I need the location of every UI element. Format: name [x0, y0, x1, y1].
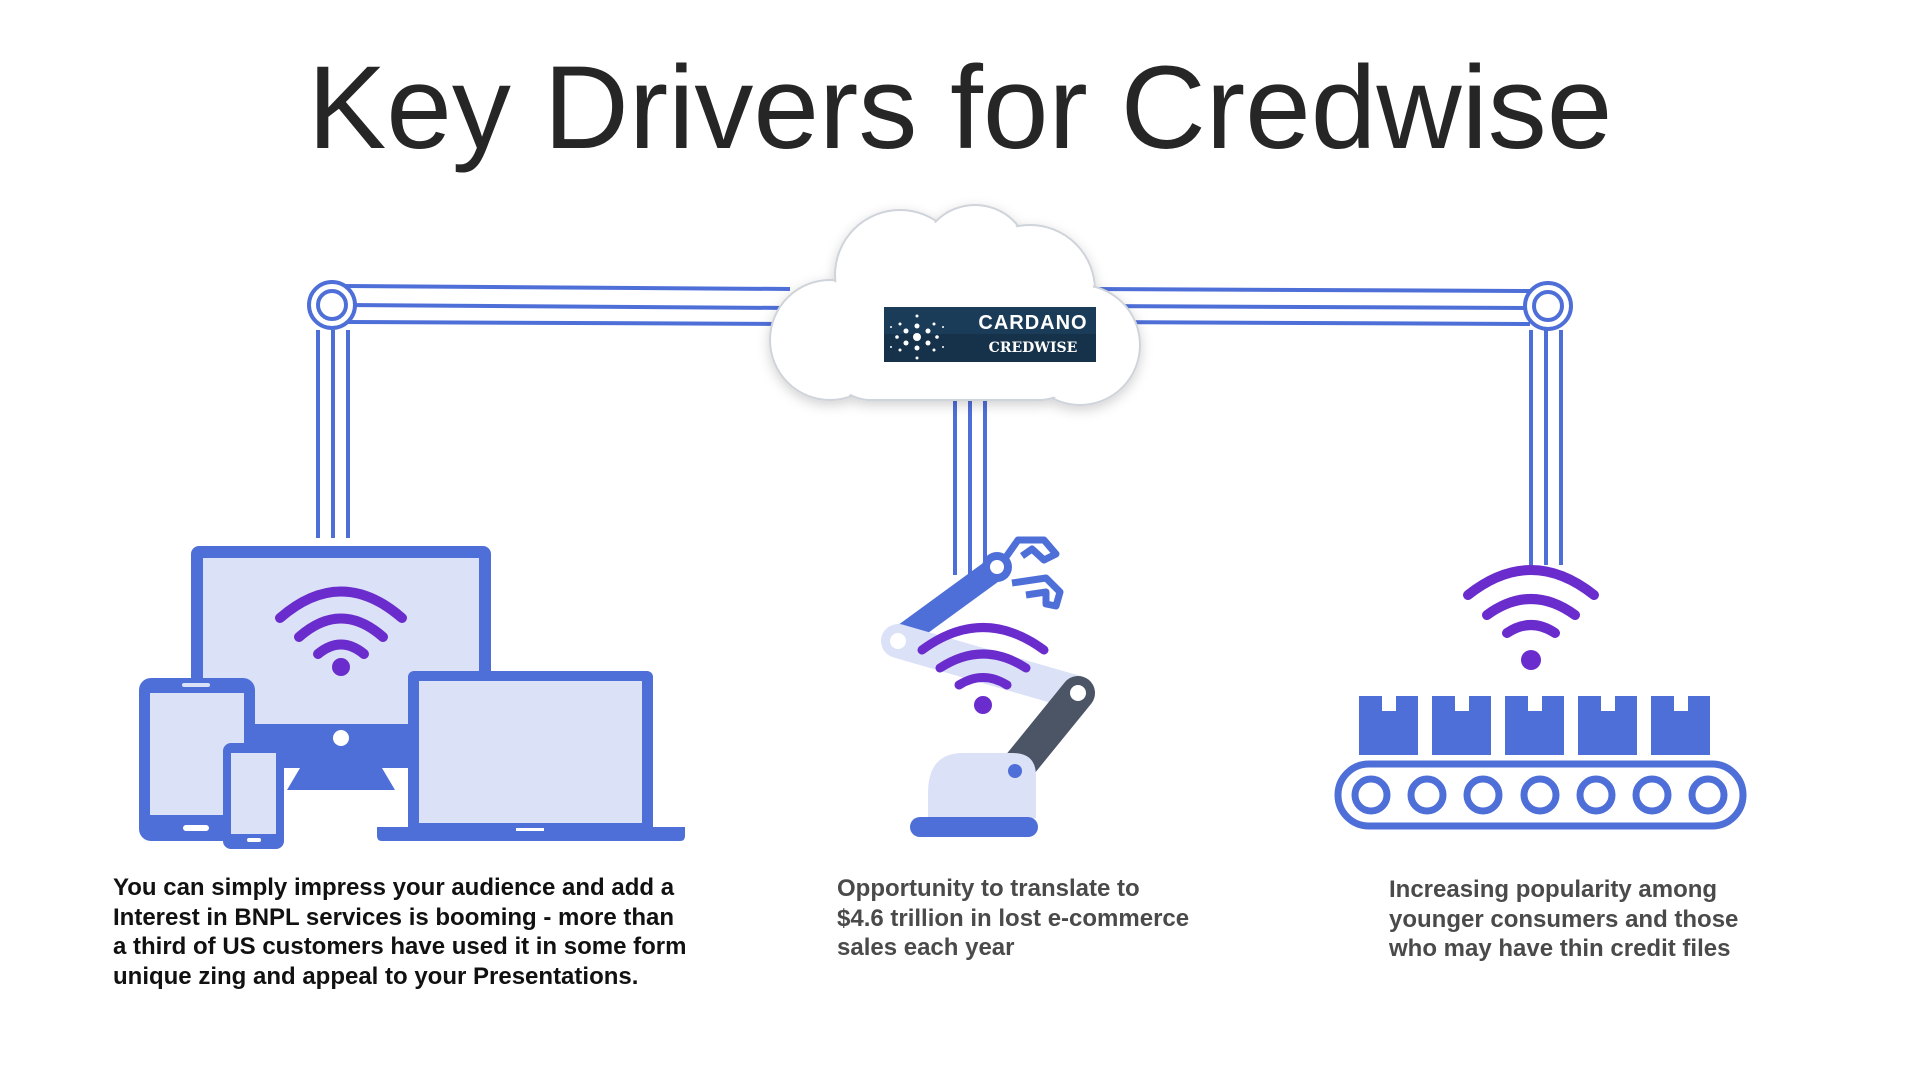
- cardano-icon: [890, 314, 944, 360]
- caption-right-line: who may have thin credit files: [1389, 935, 1731, 962]
- conveyor-belt-icon: [1334, 565, 1747, 830]
- phone-icon: [223, 743, 284, 849]
- caption-right-line: Increasing popularity among: [1389, 876, 1718, 903]
- caption-right: Increasing popularity among younger cons…: [1389, 875, 1809, 964]
- caption-right-line: younger consumers and those: [1389, 905, 1739, 933]
- box-icon: [1359, 696, 1418, 755]
- logo-line2: CREDWISE: [989, 340, 1078, 356]
- robot-arm-icon: [881, 536, 1095, 837]
- caption-middle-line: Opportunity to translate to: [837, 875, 1140, 902]
- devices-icon: [139, 546, 685, 849]
- box-icon: [1505, 696, 1564, 755]
- laptop-icon: [377, 671, 685, 841]
- caption-left: You can simply impress your audience and…: [113, 873, 733, 991]
- connector-lines: [316, 284, 1563, 575]
- wifi-icon: [917, 623, 1049, 714]
- caption-left-line: You can simply impress your audience and…: [113, 874, 675, 901]
- claw-icon: [996, 536, 1064, 610]
- wifi-icon: [275, 586, 407, 676]
- caption-middle-line: $4.6 trillion in lost e-commerce: [837, 904, 1190, 932]
- logo-line1: CARDANO: [978, 312, 1087, 334]
- box-icon: [1432, 696, 1491, 755]
- joint-left: [307, 280, 357, 330]
- box-icon: [1651, 696, 1710, 755]
- cardano-credwise-logo: CARDANO CREDWISE: [884, 307, 1096, 362]
- page-title: Key Drivers for Credwise: [307, 42, 1613, 174]
- cloud-icon: [769, 204, 1141, 406]
- caption-left-line: Interest in BNPL services is booming - m…: [113, 903, 675, 931]
- box-icon: [1578, 696, 1637, 755]
- caption-middle: Opportunity to translate to $4.6 trillio…: [837, 874, 1237, 963]
- caption-left-line: unique zing and appeal to your Presentat…: [113, 962, 639, 990]
- joint-right: [1523, 281, 1573, 331]
- caption-middle-line: sales each year: [837, 934, 1015, 961]
- wifi-icon: [1463, 565, 1599, 670]
- caption-left-line: a third of US customers have used it in …: [113, 933, 687, 960]
